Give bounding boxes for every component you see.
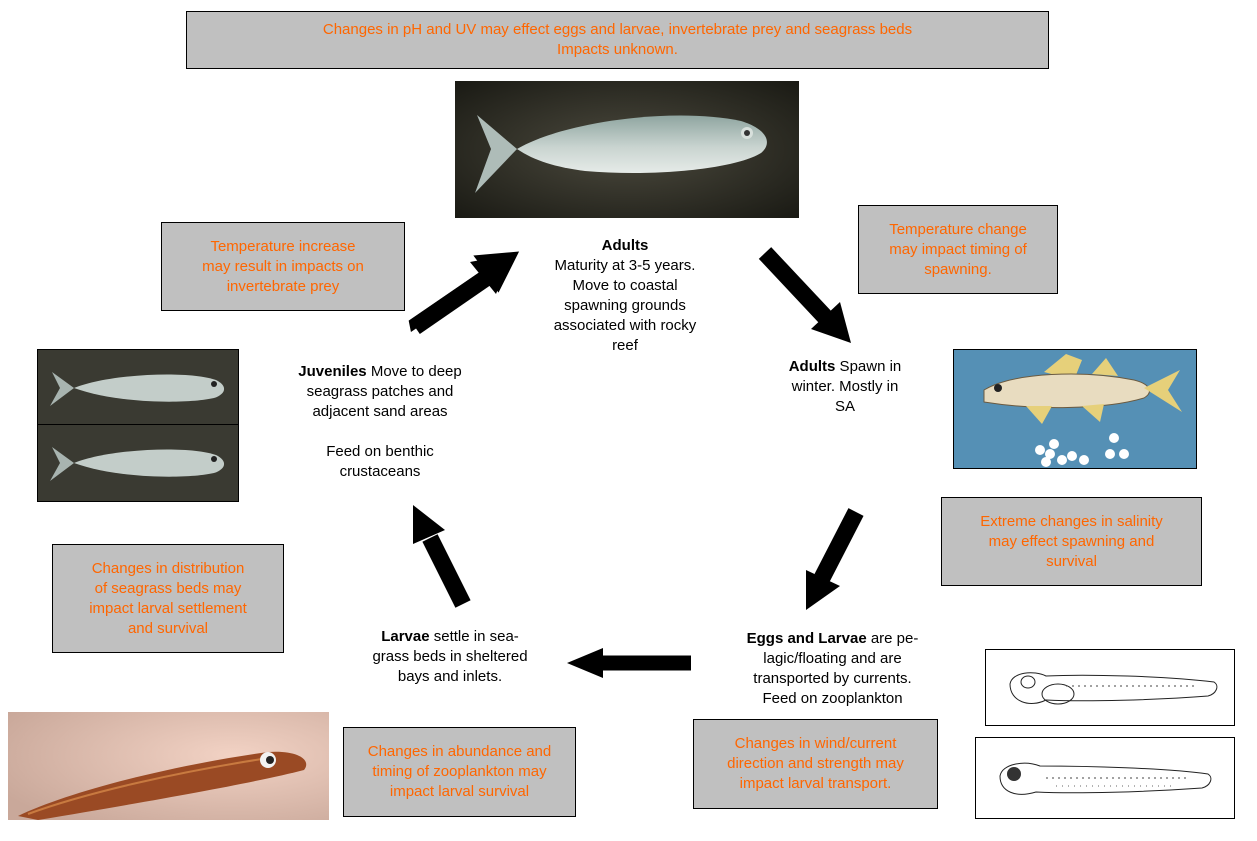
impact-text: Changes in distribution bbox=[91, 559, 245, 577]
larva-photo bbox=[8, 712, 329, 820]
stage-title: Larvae bbox=[381, 628, 430, 645]
stage-text: are pe- bbox=[866, 630, 919, 647]
impact-text: survival bbox=[1046, 552, 1097, 570]
stage-text: seagrass patches and bbox=[306, 383, 454, 400]
arrow-head bbox=[567, 648, 603, 678]
stage-text: reef bbox=[612, 337, 638, 354]
arrow-head bbox=[413, 505, 445, 544]
stage-title: Eggs and Larvae bbox=[746, 630, 867, 647]
impact-text: impact larval survival bbox=[389, 783, 530, 800]
stage-juveniles: Juveniles Move to deep seagrass patches … bbox=[260, 362, 500, 482]
stage-text: grass beds in sheltered bbox=[372, 648, 528, 665]
stage-text: Move to coastal bbox=[572, 277, 678, 294]
stage-text: associated with rocky bbox=[553, 317, 697, 334]
impact-text: may impact timing of bbox=[889, 240, 1027, 258]
impact-text: impact larval transport. bbox=[739, 775, 892, 792]
stage-text: bays and inlets. bbox=[397, 668, 503, 685]
stage-title: Adults bbox=[788, 358, 836, 375]
stage-larvae: Larvae settle in sea- grass beds in shel… bbox=[330, 627, 570, 687]
stage-text: Spawn in bbox=[835, 358, 902, 375]
impact-text: Impacts unknown. bbox=[557, 41, 678, 58]
impact-text: Changes in wind/current bbox=[734, 735, 897, 752]
arrow-head bbox=[811, 302, 851, 343]
arrow-shaft bbox=[814, 508, 864, 582]
impact-text: Extreme changes in salinity bbox=[980, 512, 1163, 530]
stage-text: SA bbox=[834, 398, 855, 415]
arrow-shaft bbox=[758, 247, 833, 324]
larva-sketch bbox=[985, 649, 1235, 726]
impact-box-salinity: Extreme changes in salinity may effect s… bbox=[941, 497, 1202, 586]
stage-title: Juveniles bbox=[298, 363, 367, 380]
impact-text: Temperature increase bbox=[210, 237, 356, 255]
stage-eggs-larvae: Eggs and Larvae are pe- lagic/floating a… bbox=[700, 629, 965, 709]
impact-text: Temperature change bbox=[889, 220, 1027, 238]
impact-text: may effect spawning and bbox=[988, 532, 1155, 550]
impact-text: may result in impacts on bbox=[202, 257, 364, 275]
juvenile-fish-photo bbox=[37, 349, 239, 427]
impact-text: of seagrass beds may bbox=[94, 579, 242, 597]
impact-box-wind-current: Changes in wind/current direction and st… bbox=[693, 719, 938, 809]
adult-fish-photo bbox=[455, 81, 799, 218]
impact-box-seagrass: Changes in distribution of seagrass beds… bbox=[52, 544, 284, 653]
stage-text: transported by currents. bbox=[753, 670, 912, 687]
larva-sketch bbox=[975, 737, 1235, 819]
stage-text: adjacent sand areas bbox=[312, 403, 448, 420]
impact-text: spawning. bbox=[924, 260, 992, 278]
impact-text: and survival bbox=[127, 619, 209, 637]
impact-text: Changes in pH and UV may effect eggs and… bbox=[322, 21, 913, 38]
impact-box-temperature-prey: Temperature increase may result in impac… bbox=[161, 222, 405, 311]
stage-adults-maturity: Adults Maturity at 3-5 years. Move to co… bbox=[510, 236, 740, 356]
spawning-fish-illustration bbox=[953, 349, 1197, 469]
stage-text: Feed on benthic bbox=[326, 443, 434, 460]
impact-box-temperature-spawning: Temperature change may impact timing of … bbox=[858, 205, 1058, 294]
impact-text: Changes in abundance and bbox=[367, 743, 552, 760]
impact-text: impact larval settlement bbox=[89, 599, 247, 617]
stage-text: spawning grounds bbox=[564, 297, 686, 314]
juvenile-fish-photo bbox=[37, 424, 239, 502]
arrow-shaft bbox=[422, 534, 471, 608]
stage-text: winter. Mostly in bbox=[791, 378, 899, 395]
arrow-shaft bbox=[410, 271, 491, 334]
stage-text: Move to deep bbox=[366, 363, 462, 380]
stage-text: crustaceans bbox=[339, 463, 421, 480]
stage-adults-spawn: Adults Spawn in winter. Mostly in SA bbox=[760, 357, 930, 417]
impact-box-ph-uv: Changes in pH and UV may effect eggs and… bbox=[186, 11, 1049, 69]
arrow-head bbox=[806, 570, 840, 610]
arrow-head bbox=[470, 254, 512, 294]
impact-text: direction and strength may bbox=[727, 755, 904, 772]
impact-text: invertebrate prey bbox=[226, 277, 340, 295]
stage-title: Adults bbox=[601, 237, 649, 254]
impact-box-zooplankton: Changes in abundance and timing of zoopl… bbox=[343, 727, 576, 817]
impact-text: timing of zooplankton may bbox=[372, 763, 547, 780]
stage-text: lagic/floating and are bbox=[763, 650, 902, 667]
stage-text: Feed on zooplankton bbox=[762, 690, 903, 707]
stage-text: settle in sea- bbox=[429, 628, 519, 645]
stage-text: Maturity at 3-5 years. bbox=[554, 257, 696, 274]
